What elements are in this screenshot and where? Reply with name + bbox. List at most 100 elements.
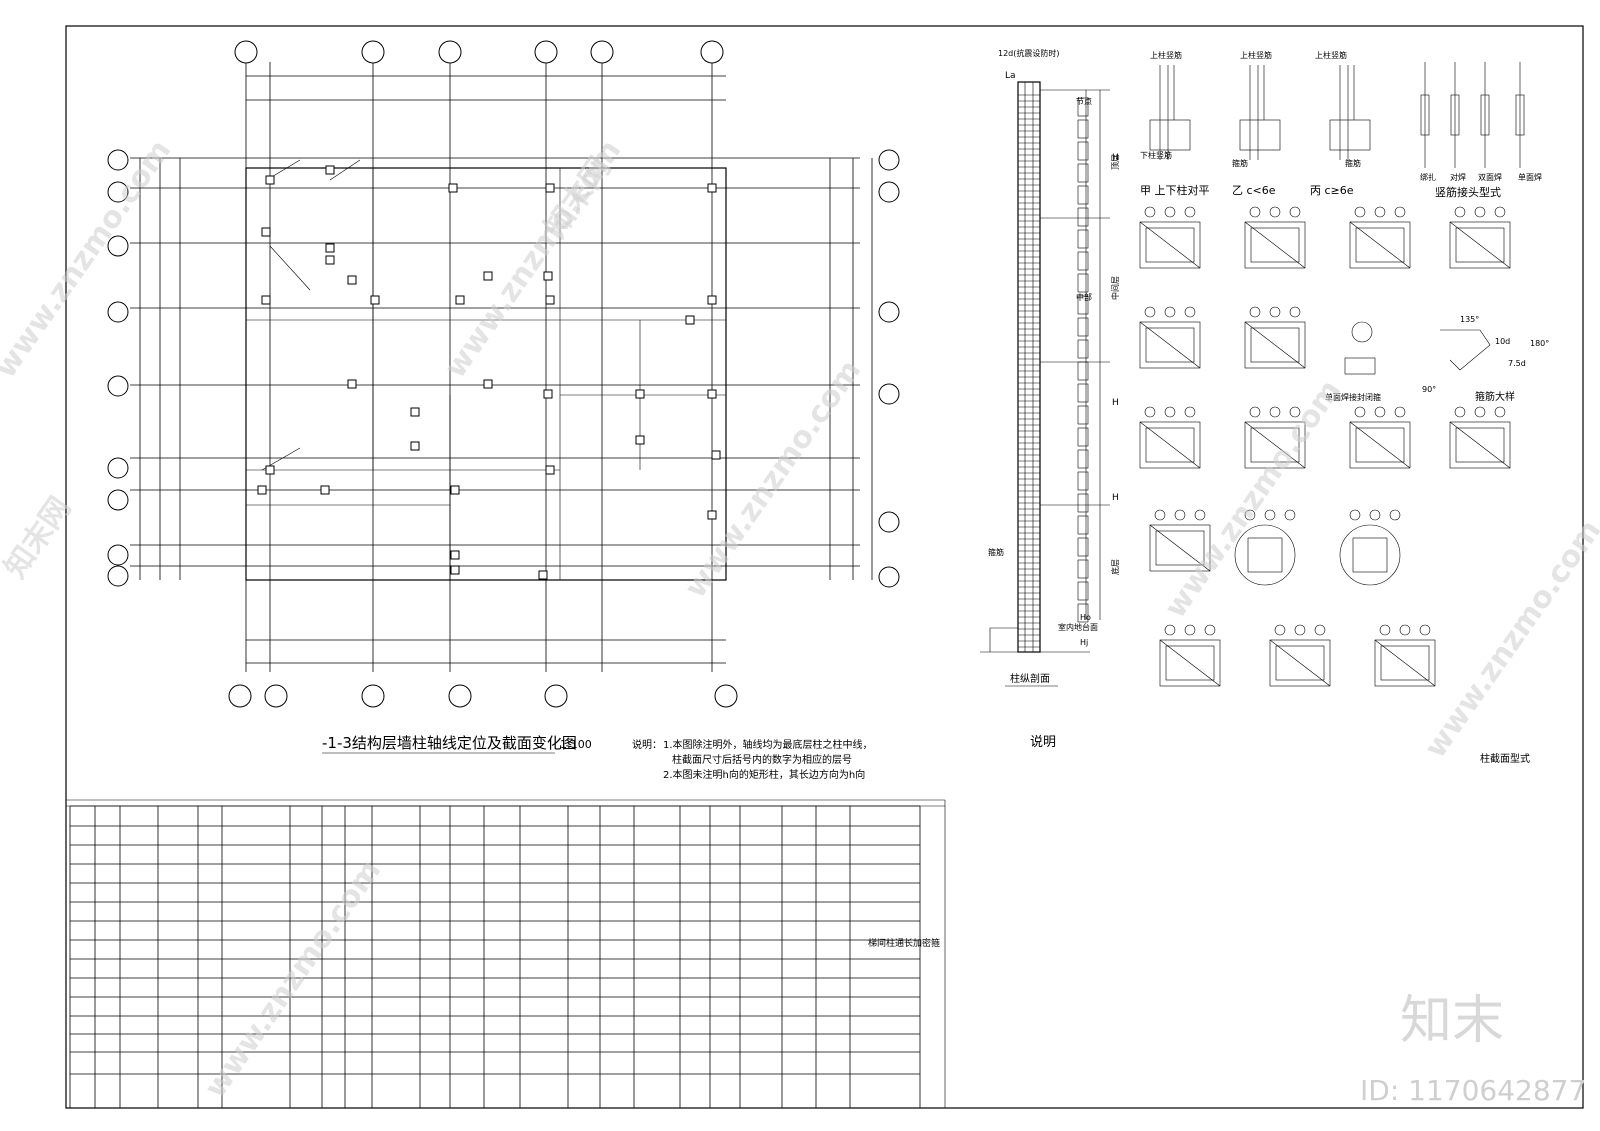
axis-bubble-bottom	[361, 684, 385, 708]
axis-bubble-left	[107, 235, 129, 257]
axis-bubble-top	[361, 40, 385, 64]
rebar-tag	[1184, 406, 1196, 418]
column-profile-title: 柱纵剖面	[1010, 672, 1050, 685]
rebar-tag	[1184, 206, 1196, 218]
rebar-tag	[1284, 509, 1296, 521]
plan-column	[347, 275, 357, 285]
section-sketch-hoop	[1355, 427, 1405, 463]
watermark-site-4: www.znzmo.com	[1158, 374, 1348, 625]
plan-column	[448, 183, 458, 193]
plan-note-3: 2.本图未注明h向的矩形柱，其长边方向为h向	[663, 768, 865, 781]
joint-node	[1239, 119, 1281, 151]
section-sketch-box	[1244, 321, 1306, 369]
profile-label-node: 节点	[1076, 97, 1092, 106]
profile-layer-box	[1077, 405, 1089, 425]
rebar-tag	[1164, 306, 1176, 318]
axis-bubble-left	[107, 544, 129, 566]
section-sketch-box	[1449, 421, 1511, 469]
axis-bubble-bottom	[228, 684, 252, 708]
plan-column	[707, 295, 717, 305]
section-sketch-tie	[1374, 639, 1436, 687]
rebar-tag	[1374, 406, 1386, 418]
splice-joint	[1480, 94, 1490, 136]
profile-layer-box	[1077, 97, 1089, 117]
section-sketch-tie	[1449, 221, 1511, 269]
joint-type-c: 丙 c≥6e	[1310, 184, 1354, 197]
joint-node	[1149, 119, 1191, 151]
plan-column	[538, 570, 548, 580]
section-sketch-tie	[1449, 421, 1511, 469]
plan-column	[711, 450, 721, 460]
section-style-title: 柱截面型式	[1480, 752, 1530, 765]
plan-column	[261, 227, 271, 237]
splice-joint	[1450, 94, 1460, 136]
rebar-tag	[1164, 624, 1176, 636]
hook-90: 90°	[1422, 385, 1436, 394]
plan-column	[325, 243, 335, 253]
joint-bottom-label-3: 箍筋	[1345, 158, 1361, 168]
axis-bubble-right	[878, 566, 900, 588]
rebar-tag	[1289, 206, 1301, 218]
section-types: 单面焊接封闭箍 箍筋大样 135° 180° 90° 7.5d 10d 柱截面型…	[1139, 206, 1549, 765]
axis-bubble-top	[590, 40, 614, 64]
layer-h-2: H	[1112, 398, 1119, 408]
joint-bottom-label-2: 箍筋	[1232, 158, 1248, 168]
rebar-tag	[1474, 206, 1486, 218]
profile-label-floor: 室内地台面	[1058, 622, 1098, 632]
axis-bubble-bottom	[264, 684, 288, 708]
rebar-tag	[1494, 406, 1506, 418]
profile-label-bottom: 底层	[1110, 559, 1120, 575]
axis-bubble-left	[107, 375, 129, 397]
hook-135: 135°	[1460, 315, 1479, 324]
plan-column	[320, 485, 330, 495]
splice-joint	[1515, 94, 1525, 136]
plan-note-1: 1.本图除注明外，轴线均为最底层柱之柱中线，	[663, 738, 873, 751]
axis-bubble-top	[534, 40, 558, 64]
watermark-site-6: www.znzmo.com	[198, 854, 388, 1105]
profile-layer-box	[1077, 273, 1089, 293]
section-sketch-box	[1269, 639, 1331, 687]
watermark-site-3: www.znzmo.com	[678, 354, 868, 605]
section-sketch-hoop	[1165, 645, 1215, 681]
plan-column	[635, 389, 645, 399]
axis-bubble-right	[878, 149, 900, 171]
profile-layer-box	[1077, 207, 1089, 227]
layer-h-3: H	[1112, 493, 1119, 503]
watermark-site-5: www.znzmo.com	[1418, 514, 1600, 765]
axis-bubble-left	[107, 301, 129, 323]
splice-title: 竖筋接头型式	[1435, 185, 1501, 199]
plan-column	[265, 465, 275, 475]
profile-label-la: La	[1005, 71, 1016, 81]
rebar-tag	[1174, 509, 1186, 521]
rebar-tag	[1494, 206, 1506, 218]
axis-bubble-bottom	[544, 684, 568, 708]
plan-column	[410, 407, 420, 417]
splice-joint	[1420, 94, 1430, 136]
plan-column	[347, 379, 357, 389]
plan-column	[707, 389, 717, 399]
rebar-tag	[1354, 406, 1366, 418]
profile-layer-box	[1077, 383, 1089, 403]
section-sketch-circle	[1234, 524, 1296, 586]
watermark: www.znzmo.com www.znzmo.com www.znzmo.co…	[0, 134, 1600, 1107]
hook-10d: 10d	[1495, 337, 1510, 346]
section-sketch-circle	[1339, 524, 1401, 586]
profile-layer-box	[1077, 471, 1089, 491]
section-sketch-hoop	[1155, 530, 1205, 566]
rebar-tag	[1269, 306, 1281, 318]
plan-column	[455, 295, 465, 305]
profile-layer-box	[1077, 251, 1089, 271]
rebar-tag	[1194, 509, 1206, 521]
plan-notes-title: 说明：	[632, 738, 662, 751]
rebar-tag	[1454, 406, 1466, 418]
profile-layer-box	[1077, 317, 1089, 337]
rebar-tag	[1399, 624, 1411, 636]
plan-column	[707, 183, 717, 193]
rebar-tag	[1274, 624, 1286, 636]
section-sketch-hoop	[1455, 427, 1505, 463]
rebar-tag	[1369, 509, 1381, 521]
rebar-tag	[1379, 624, 1391, 636]
layer-h-1: H	[1112, 153, 1119, 163]
rebar-tag	[1154, 509, 1166, 521]
axis-bubble-left	[107, 489, 129, 511]
